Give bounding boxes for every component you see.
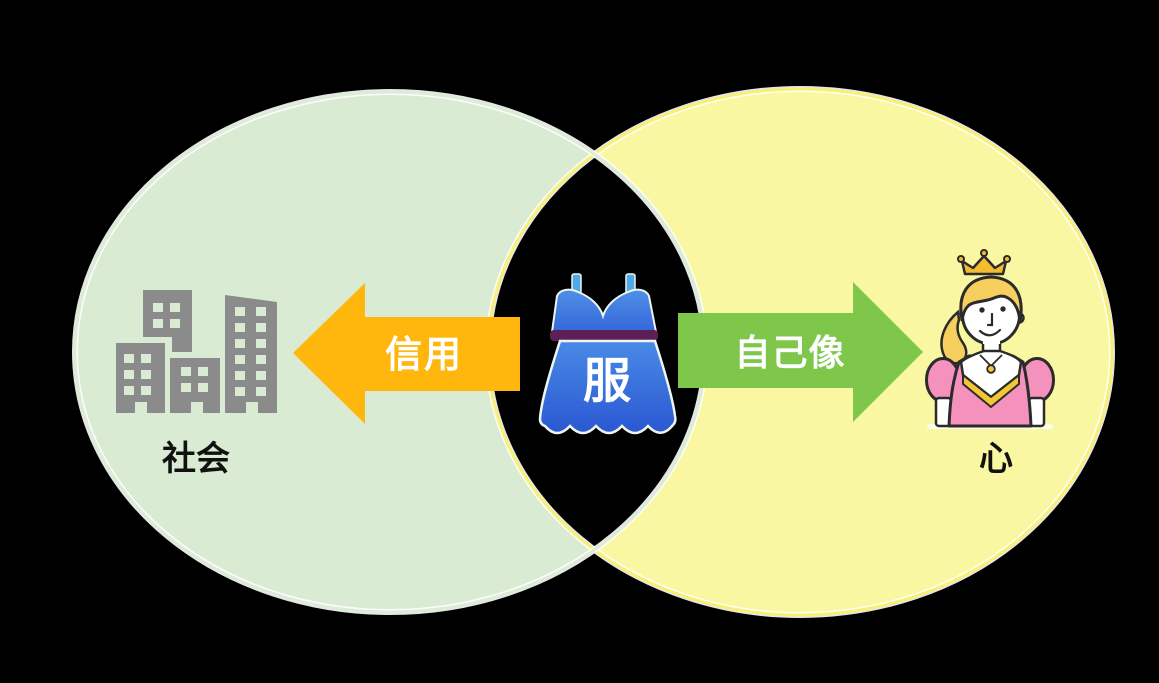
buildings-icon bbox=[116, 290, 277, 413]
dress-icon: 服 bbox=[538, 273, 677, 435]
trust-arrow-shape bbox=[293, 283, 520, 424]
society-label: 社会 bbox=[162, 439, 230, 479]
self-image-arrow: 自己像 bbox=[678, 282, 923, 422]
mind-label: 心 bbox=[979, 439, 1013, 479]
trust-arrow: 信用 bbox=[293, 283, 520, 424]
self-image-arrow-label: 自己像 bbox=[734, 333, 845, 374]
trust-arrow-label: 信用 bbox=[385, 333, 463, 376]
dress-label: 服 bbox=[583, 353, 631, 409]
self-image-arrow-shape bbox=[678, 282, 923, 422]
princess-icon bbox=[925, 249, 1055, 429]
